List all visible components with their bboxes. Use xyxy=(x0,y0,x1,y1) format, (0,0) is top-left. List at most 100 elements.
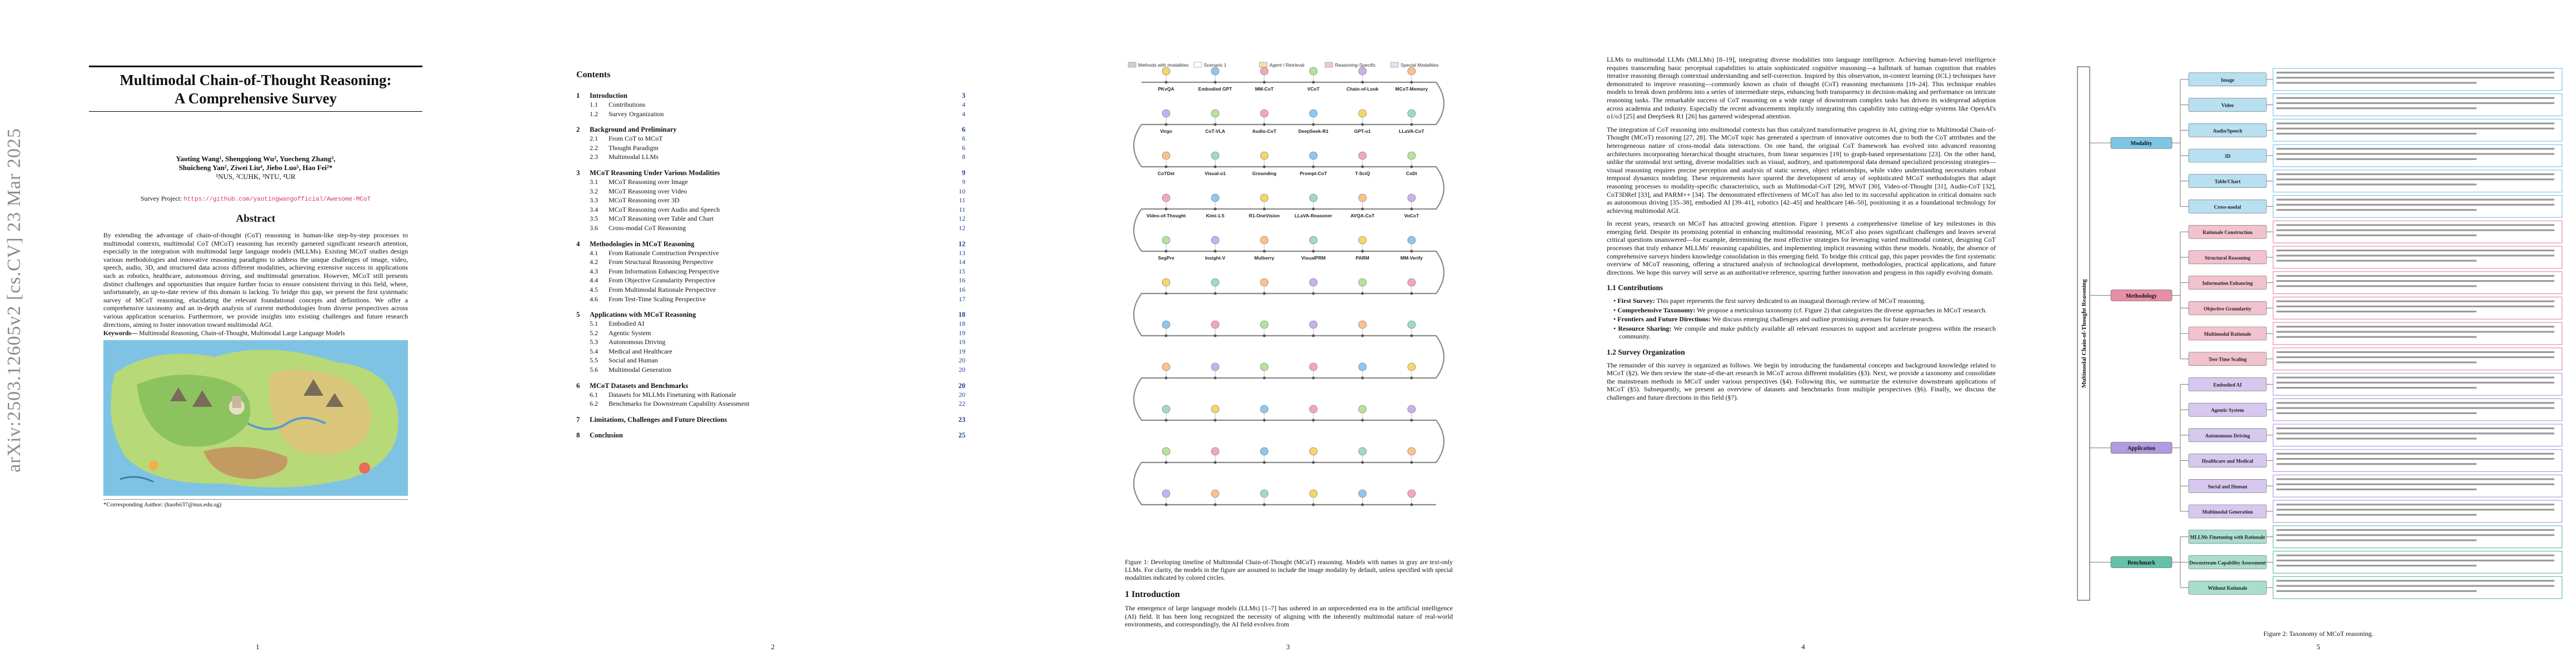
citation-text-line xyxy=(2276,158,2477,160)
citation-text-line xyxy=(2276,437,2477,440)
leaf-label: Multimodal Generation xyxy=(2202,509,2253,515)
citation-text-line xyxy=(2276,305,2554,307)
timeline-node: DeepSeek-R1 xyxy=(1298,109,1329,134)
legend-item: Reasoning-Specific xyxy=(1324,62,1376,68)
timeline-node xyxy=(1358,405,1367,422)
node-dot xyxy=(1410,207,1413,211)
node-label: PKvQA xyxy=(1158,86,1174,92)
node-dot xyxy=(1361,334,1364,337)
node-dot xyxy=(1410,334,1413,337)
timeline-node xyxy=(1407,447,1416,464)
taxonomy-branch: Benchmark xyxy=(2090,536,2181,588)
taxonomy-leaf: Social and Human xyxy=(2180,474,2563,497)
node-dot xyxy=(1214,461,1217,464)
leaf-label: Downstream Capability Assessment xyxy=(2189,560,2265,565)
legend-item: Agent / Retrieval xyxy=(1259,62,1304,68)
leaf-label: Table/Chart xyxy=(2215,179,2241,185)
node-icon xyxy=(1358,67,1367,76)
citation-text-line xyxy=(2276,412,2477,414)
toc-page: 18 xyxy=(958,311,966,319)
toc-page: 19 xyxy=(959,338,965,346)
node-icon xyxy=(1211,151,1219,160)
timeline-node: Chain-of-Look xyxy=(1347,67,1379,92)
taxonomy-leaf: MLLMs Finetuning with Rationale xyxy=(2180,525,2563,549)
legend-label: Special Modalities xyxy=(1401,62,1439,68)
node-icon xyxy=(1407,67,1416,76)
node-icon xyxy=(1260,67,1269,76)
arxiv-stamp: arXiv:2503.12605v2 [cs.CV] 23 Mar 2025 xyxy=(4,128,24,472)
node-dot xyxy=(1214,207,1217,211)
timeline-node: T-SciQ xyxy=(1355,151,1370,176)
node-icon xyxy=(1260,489,1269,498)
node-dot xyxy=(1361,250,1364,253)
citation-text-line xyxy=(2276,122,2554,125)
citation-box xyxy=(2273,398,2563,421)
timeline-node xyxy=(1407,278,1416,295)
timeline-node xyxy=(1358,489,1367,506)
citation-text-line xyxy=(2276,534,2554,536)
legend-swatch xyxy=(1259,62,1268,68)
contribution-value: We propose a meticulous taxonomy (cf. Fi… xyxy=(1697,306,1987,314)
citation-box xyxy=(2273,449,2563,472)
fantasy-map-illustration xyxy=(103,340,408,496)
survey-link[interactable]: https://github.com/yaotingwangofficial/A… xyxy=(183,196,371,203)
timeline-node: Visual-o1 xyxy=(1205,151,1226,176)
timeline-node xyxy=(1162,447,1170,464)
introduction-heading: 1 Introduction xyxy=(1125,590,1180,599)
leaf-label: Information Enhancing xyxy=(2203,281,2253,286)
legend-item: Scenario 1 xyxy=(1193,62,1227,68)
node-icon xyxy=(1309,447,1318,456)
taxonomy-leaf: Test-Time Scaling xyxy=(2180,347,2563,371)
node-icon xyxy=(1162,236,1170,245)
toc-page: 22 xyxy=(959,400,965,408)
node-dot xyxy=(1164,334,1168,337)
timeline-node xyxy=(1211,278,1219,295)
taxonomy-leaf: Healthcare and Medical xyxy=(2180,449,2563,472)
citation-text-line xyxy=(2276,72,2554,74)
node-dot xyxy=(1164,81,1168,84)
node-icon xyxy=(1358,447,1367,456)
taxonomy-leaf: Rationale Construction xyxy=(2180,220,2563,243)
citation-text-line xyxy=(2276,554,2554,556)
toc-page: 6 xyxy=(961,126,965,134)
